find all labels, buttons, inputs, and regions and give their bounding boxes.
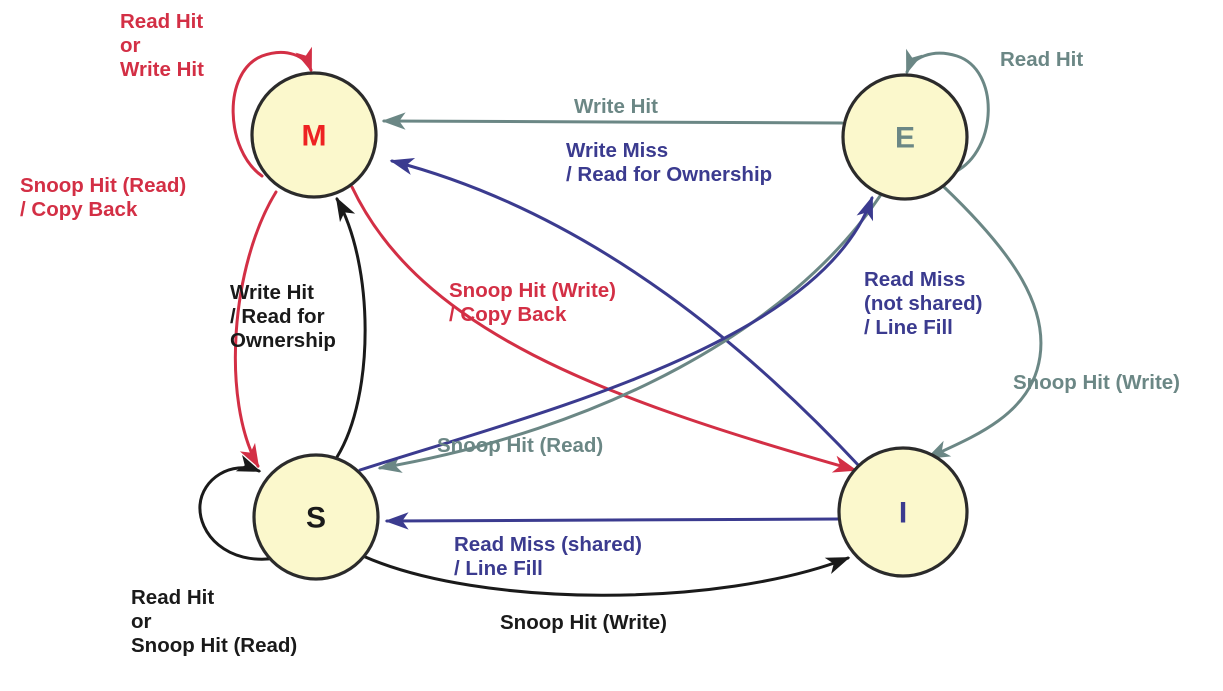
edge-label-m-self: Read Hit or Write Hit [120,10,204,81]
node-e-circle[interactable] [841,73,969,201]
node-e[interactable]: E [841,73,969,201]
edge-e-to-s [377,194,882,473]
edge-label-e-to-s: Snoop Hit (Read) [437,434,604,457]
edge-m-self-loop [231,46,313,178]
edge-m-to-s [233,190,278,469]
edge-label-s-to-e: Read Miss (not shared) / Line Fill [864,268,983,339]
node-m-circle[interactable] [250,71,378,199]
node-s[interactable]: S [252,453,380,581]
node-m-label: M [302,120,327,153]
edge-label-e-self: Read Hit [1000,48,1084,71]
edge-label-e-to-m: Write Hit [574,95,658,118]
edge-i-to-s [384,512,842,530]
node-i-circle[interactable] [837,446,969,578]
node-i[interactable]: I [837,446,969,578]
edge-i-to-m [389,158,863,470]
edge-label-s-self: Read Hit or Snoop Hit (Read) [131,586,298,657]
edge-e-to-m [381,112,844,130]
edge-label-s-to-i: Snoop Hit (Write) [500,611,668,634]
edge-label-m-to-s: Snoop Hit (Read) / Copy Back [20,174,187,221]
node-m[interactable]: M [250,71,378,199]
edge-s-self-loop [198,455,279,561]
node-e-label: E [895,122,915,155]
edge-label-e-to-i: Snoop Hit (Write) [1013,371,1181,394]
node-s-label: S [306,502,326,535]
edge-label-i-to-m: Write Miss / Read for Ownership [566,139,773,186]
edge-label-s-to-m: Write Hit / Read for Ownership [230,281,336,352]
node-s-circle[interactable] [252,453,380,581]
edge-s-to-i [361,554,851,597]
edge-e-to-i [925,185,1043,460]
edge-s-to-m [335,196,367,459]
node-i-label: I [899,497,907,530]
edge-label-i-to-s: Read Miss (shared) / Line Fill [454,533,642,580]
edge-m-to-i [350,185,858,473]
edge-s-to-e [358,195,874,472]
edge-e-self-loop [905,48,990,174]
edge-label-m-to-i: Snoop Hit (Write) / Copy Back [449,279,617,326]
